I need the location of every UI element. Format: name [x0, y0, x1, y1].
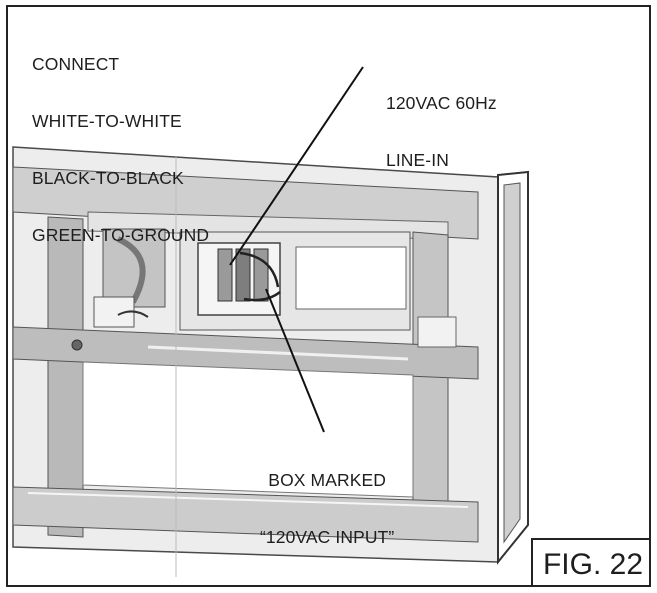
connect-line-1: CONNECT	[32, 54, 120, 74]
terminal-block-1	[217, 248, 233, 302]
line-in-callout: 120VAC 60Hz LINE-IN	[386, 56, 497, 208]
fan-blade	[116, 236, 146, 304]
box-panel	[295, 246, 407, 310]
connect-line-2: WHITE-TO-WHITE	[32, 111, 182, 131]
bottom-rail	[12, 486, 479, 543]
unit-illustration	[12, 66, 529, 577]
connect-line-3: BLACK-TO-BLACK	[32, 168, 184, 188]
connect-instructions: CONNECT WHITE-TO-WHITE BLACK-TO-BLACK GR…	[32, 17, 209, 283]
box-callout: BOX MARKED “120VAC INPUT”	[260, 433, 394, 585]
connect-line-4: GREEN-TO-GROUND	[32, 225, 210, 245]
middle-rail-highlight	[147, 345, 409, 361]
line-wire-1	[239, 251, 280, 288]
figure-frame: CONNECT WHITE-TO-WHITE BLACK-TO-BLACK GR…	[6, 5, 651, 587]
line-in-line-1: 120VAC 60Hz	[386, 93, 497, 113]
lower-opening	[82, 361, 414, 498]
terminal-block-2	[235, 248, 251, 302]
ground-wire	[117, 310, 149, 318]
side-tab	[417, 316, 457, 348]
figure-label: FIG. 22	[531, 538, 649, 585]
right-post	[412, 231, 449, 528]
box-leader	[265, 288, 325, 433]
line-in-leader	[229, 66, 364, 266]
box-line-1: BOX MARKED	[268, 470, 386, 490]
bottom-rail-edge	[27, 492, 469, 508]
line-in-line-2: LINE-IN	[386, 150, 449, 170]
box-line-2: “120VAC INPUT”	[260, 527, 395, 547]
right-flange-shade	[503, 182, 521, 544]
line-wire-2	[243, 290, 281, 302]
mounting-screw	[71, 339, 83, 351]
left-post	[47, 216, 84, 538]
